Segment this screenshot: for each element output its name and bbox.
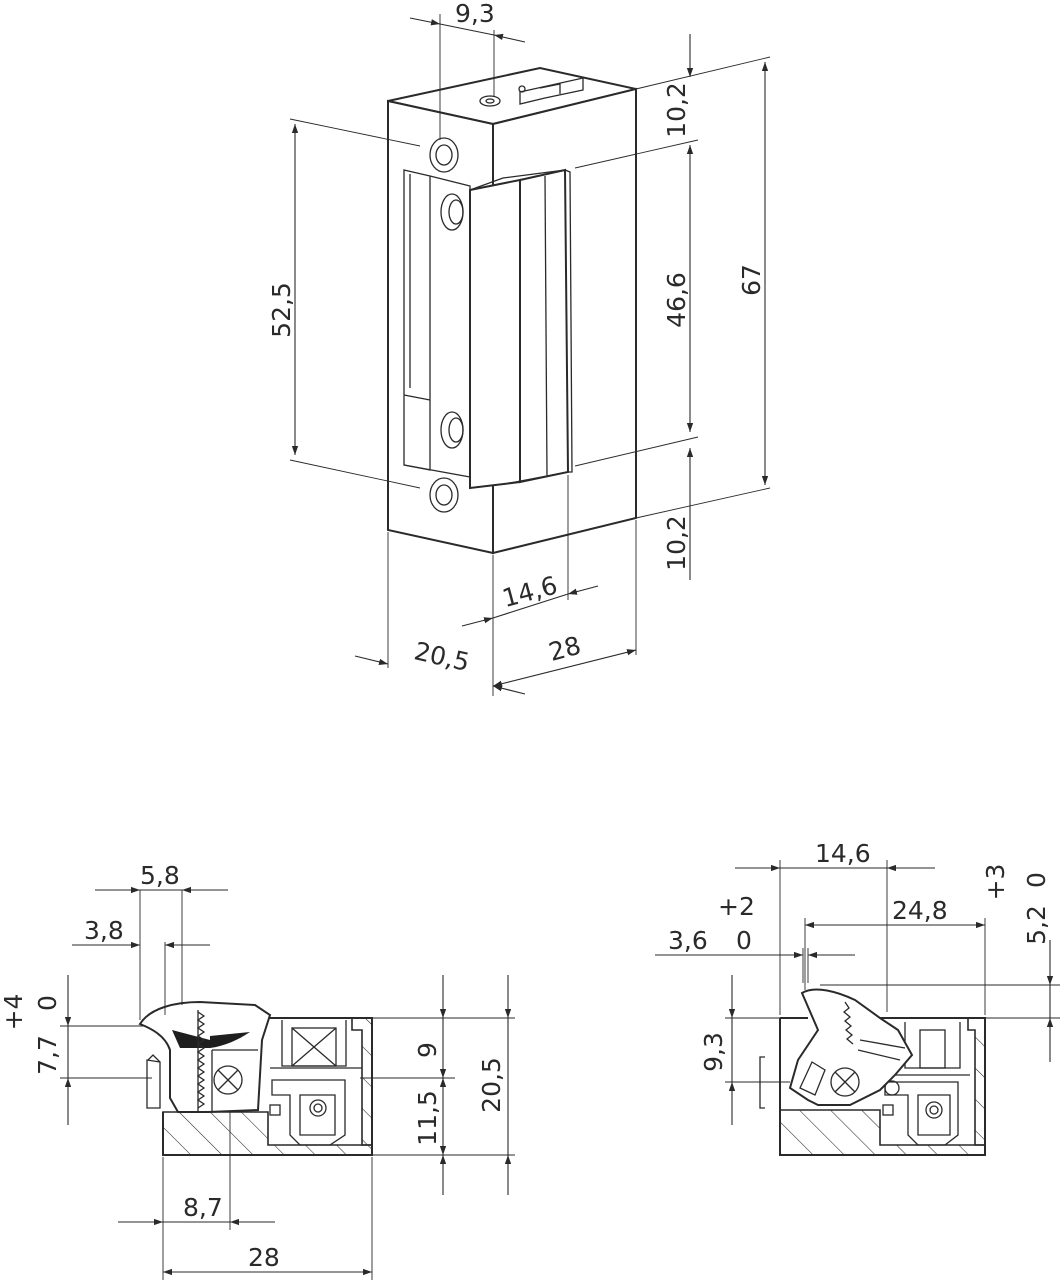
dim-28: 28	[546, 631, 584, 667]
iso-extension-lines	[289, 14, 771, 696]
dim-3-6: 3,6	[668, 926, 708, 955]
dim-10-2-bottom: 10,2	[662, 515, 691, 571]
dim-24-8: 24,8	[892, 896, 948, 925]
dim-11-5: 11,5	[413, 1090, 442, 1146]
section-right-dimension-lines	[655, 864, 1054, 1125]
iso-view: 9,3 52,5 10,2 46,6 67 10,2 14,6 20,5 28	[267, 0, 771, 696]
dim-14-6-right: 14,6	[815, 839, 871, 868]
dim-20-5: 20,5	[412, 636, 473, 677]
dim-28-left: 28	[248, 1243, 280, 1272]
dim-10-2-top: 10,2	[662, 82, 691, 138]
dim-7-7: 7,7	[33, 1035, 62, 1075]
section-left: 5,8 3,8 +4 0 7,7 9 11,5 20,5 8,7 28	[0, 861, 515, 1280]
dim-8-7: 8,7	[183, 1193, 223, 1222]
dim-0-right-vertical: 0	[1022, 872, 1051, 888]
dim-3-8: 3,8	[84, 916, 124, 945]
dim-plus2: +2	[718, 892, 755, 921]
dim-14-6: 14,6	[499, 571, 560, 613]
iso-dimension-lines	[291, 17, 769, 695]
dim-67: 67	[737, 264, 766, 296]
section-right-body	[759, 988, 986, 1156]
dim-9: 9	[413, 1042, 442, 1058]
dim-plus3: +3	[981, 864, 1010, 901]
dim-5-8: 5,8	[140, 861, 180, 890]
section-left-dimension-lines	[64, 886, 512, 1276]
dim-9-3-right: 9,3	[699, 1032, 728, 1072]
section-left-extension-lines	[60, 890, 515, 1280]
dim-20-5-left: 20,5	[477, 1057, 506, 1113]
dim-0-right: 0	[736, 926, 752, 955]
dim-plus4: +4	[0, 994, 28, 1031]
section-right: 14,6 +2 24,8 3,6 0 +3 0 5,2 9,3	[655, 839, 1060, 1156]
dim-5-2: 5,2	[1022, 905, 1051, 945]
section-left-body	[138, 1000, 373, 1156]
dim-52-5: 52,5	[267, 282, 296, 338]
dim-46-6: 46,6	[662, 272, 691, 328]
door-opener-body	[387, 66, 637, 555]
dim-9-3: 9,3	[455, 0, 495, 28]
dim-0-left: 0	[33, 995, 62, 1011]
